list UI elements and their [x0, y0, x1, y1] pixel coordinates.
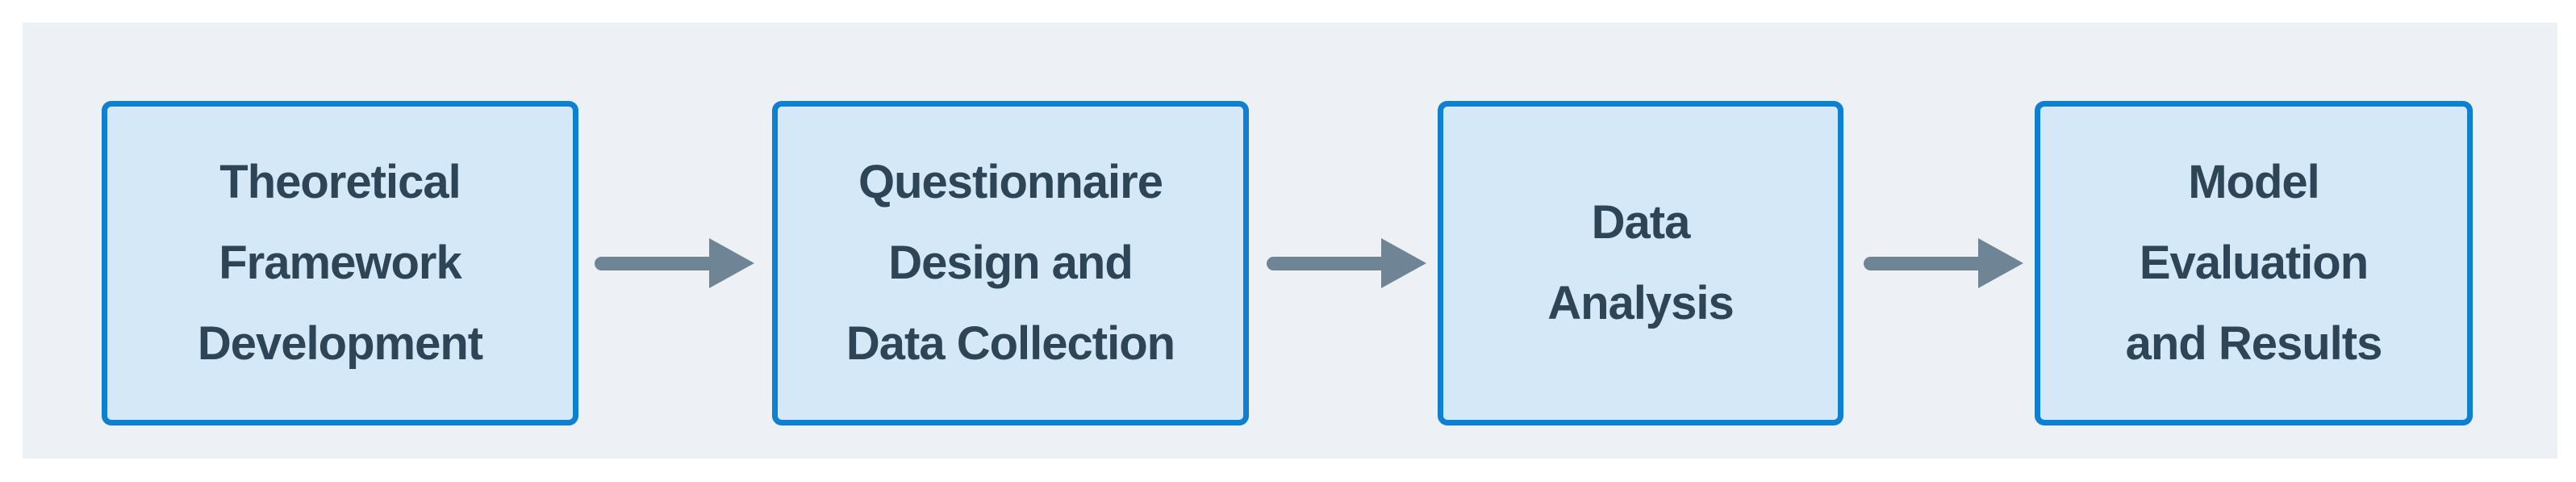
flow-step-data-analysis: Data Analysis — [1438, 101, 1843, 425]
arrow-shaft — [1267, 257, 1388, 270]
flow-step-questionnaire-design-and-data-collection: Questionnaire Design and Data Collection — [772, 101, 1249, 425]
arrow-shaft — [595, 257, 716, 270]
arrow-right-icon — [595, 237, 754, 289]
arrow-head — [1978, 238, 2023, 288]
arrow-head — [709, 238, 754, 288]
arrow-head — [1381, 238, 1426, 288]
diagram-panel: Theoretical Framework Development Questi… — [23, 23, 2557, 459]
arrow-right-icon — [1864, 237, 2023, 289]
flow-step-model-evaluation-and-results: Model Evaluation and Results — [2035, 101, 2473, 425]
arrow-shaft — [1864, 257, 1985, 270]
step-label: Data Analysis — [1547, 196, 1735, 329]
step-label: Theoretical Framework Development — [197, 156, 483, 370]
step-label: Model Evaluation and Results — [2125, 156, 2383, 370]
flow-step-theoretical-framework-development: Theoretical Framework Development — [102, 101, 578, 425]
arrow-right-icon — [1267, 237, 1426, 289]
step-label: Questionnaire Design and Data Collection — [845, 156, 1175, 370]
